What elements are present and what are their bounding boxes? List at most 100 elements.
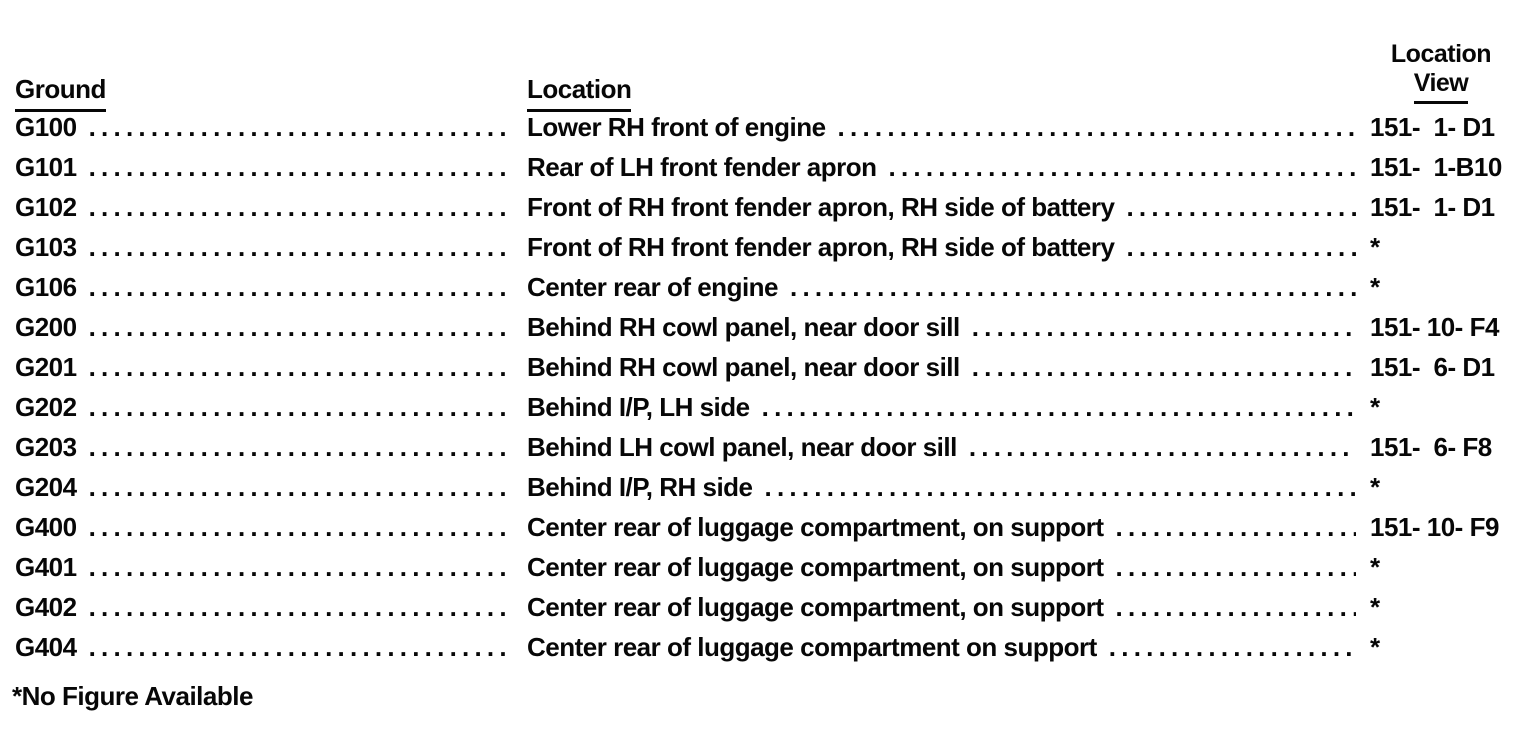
- dot-leader: [89, 552, 513, 583]
- ground-id: G106: [15, 272, 77, 302]
- dot-leader: [1116, 552, 1356, 583]
- column-header-view-line2: View: [1372, 69, 1510, 104]
- dot-leader: [889, 152, 1356, 183]
- ground-cell: G401: [15, 552, 527, 583]
- ground-cell: G201: [15, 352, 527, 383]
- dot-leader: [1116, 512, 1356, 543]
- ground-location-table: G100 Lower RH front of engine 151- 1- D1…: [15, 112, 1531, 672]
- location-view-ref: 151- 1- D1: [1370, 192, 1495, 222]
- location-view-ref: *: [1370, 472, 1380, 502]
- location-cell: Behind RH cowl panel, near door sill: [527, 352, 1370, 383]
- ground-id: G101: [15, 152, 77, 182]
- location-text: Center rear of luggage compartment, on s…: [527, 592, 1104, 622]
- location-cell: Lower RH front of engine: [527, 112, 1370, 143]
- location-text: Front of RH front fender apron, RH side …: [527, 232, 1115, 262]
- dot-leader: [762, 392, 1356, 423]
- location-view-ref: 151- 1- D1: [1370, 112, 1495, 142]
- location-cell: Center rear of engine: [527, 272, 1370, 303]
- location-text: Center rear of engine: [527, 272, 779, 302]
- location-text: Behind I/P, RH side: [527, 472, 753, 502]
- dot-leader: [89, 632, 513, 663]
- dot-leader: [89, 352, 513, 383]
- ground-cell: G402: [15, 592, 527, 623]
- ground-id: G201: [15, 352, 77, 382]
- dot-leader: [790, 272, 1356, 303]
- location-cell: Behind I/P, LH side: [527, 392, 1370, 423]
- table-row: G404 Center rear of luggage compartment …: [15, 632, 1531, 672]
- table-row: G402 Center rear of luggage compartment,…: [15, 592, 1531, 632]
- dot-leader: [765, 472, 1356, 503]
- location-view-ref: *: [1370, 632, 1380, 662]
- location-text: Front of RH front fender apron, RH side …: [527, 192, 1115, 222]
- dot-leader: [89, 512, 513, 543]
- location-cell: Center rear of luggage compartment, on s…: [527, 512, 1370, 543]
- location-cell: Rear of LH front fender apron: [527, 152, 1370, 183]
- ground-id: G404: [15, 632, 77, 662]
- ground-id: G100: [15, 112, 77, 142]
- dot-leader: [89, 432, 513, 463]
- dot-leader: [89, 232, 513, 263]
- ground-id: G202: [15, 392, 77, 422]
- location-cell: Center rear of luggage compartment, on s…: [527, 592, 1370, 623]
- ground-id: G200: [15, 312, 77, 342]
- dot-leader: [972, 312, 1356, 343]
- location-cell: Front of RH front fender apron, RH side …: [527, 192, 1370, 223]
- ground-id: G203: [15, 432, 77, 462]
- location-cell: Behind RH cowl panel, near door sill: [527, 312, 1370, 343]
- ground-cell: G404: [15, 632, 527, 663]
- table-row: G202 Behind I/P, LH side *: [15, 392, 1531, 432]
- dot-leader: [1126, 232, 1356, 263]
- dot-leader: [1109, 632, 1356, 663]
- ground-id: G103: [15, 232, 77, 262]
- ground-id: G102: [15, 192, 77, 222]
- dot-leader: [89, 152, 513, 183]
- ground-cell: G103: [15, 232, 527, 263]
- location-cell: Front of RH front fender apron, RH side …: [527, 232, 1370, 263]
- location-text: Behind I/P, LH side: [527, 392, 750, 422]
- ground-id: G401: [15, 552, 77, 582]
- location-view-ref: 151- 6- D1: [1370, 352, 1495, 382]
- column-header-view-label: View: [1413, 69, 1469, 104]
- dot-leader: [89, 472, 513, 503]
- dot-leader: [89, 272, 513, 303]
- location-view-ref: *: [1370, 592, 1380, 622]
- table-row: G201 Behind RH cowl panel, near door sil…: [15, 352, 1531, 392]
- dot-leader: [89, 592, 513, 623]
- location-view-ref: 151- 10- F9: [1370, 512, 1499, 542]
- location-text: Behind LH cowl panel, near door sill: [527, 432, 957, 462]
- ground-cell: G102: [15, 192, 527, 223]
- location-cell: Behind I/P, RH side: [527, 472, 1370, 503]
- location-text: Lower RH front of engine: [527, 112, 826, 142]
- dot-leader: [89, 392, 513, 423]
- ground-cell: G106: [15, 272, 527, 303]
- dot-leader: [89, 312, 513, 343]
- column-header-view-line1: Location: [1390, 40, 1492, 68]
- dot-leader: [972, 352, 1356, 383]
- dot-leader: [89, 112, 513, 143]
- dot-leader: [838, 112, 1356, 143]
- table-row: G204 Behind I/P, RH side *: [15, 472, 1531, 512]
- table-row: G106 Center rear of engine *: [15, 272, 1531, 312]
- location-view-ref: *: [1370, 392, 1380, 422]
- column-header-location: Location: [527, 74, 632, 112]
- location-view-ref: *: [1370, 272, 1380, 302]
- footnote-no-figure: *No Figure Available: [12, 681, 253, 711]
- table-row: G103 Front of RH front fender apron, RH …: [15, 232, 1531, 272]
- dot-leader: [1116, 592, 1356, 623]
- ground-cell: G202: [15, 392, 527, 423]
- ground-cell: G203: [15, 432, 527, 463]
- table-row: G100 Lower RH front of engine 151- 1- D1: [15, 112, 1531, 152]
- dot-leader: [1126, 192, 1356, 223]
- location-view-ref: *: [1370, 232, 1380, 262]
- column-header-ground-label: Ground: [15, 74, 106, 112]
- ground-cell: G204: [15, 472, 527, 503]
- ground-id: G402: [15, 592, 77, 622]
- location-text: Center rear of luggage compartment, on s…: [527, 552, 1104, 582]
- ground-id: G400: [15, 512, 77, 542]
- column-header-location-label: Location: [527, 74, 632, 112]
- ground-cell: G100: [15, 112, 527, 143]
- location-view-ref: *: [1370, 552, 1380, 582]
- location-text: Rear of LH front fender apron: [527, 152, 877, 182]
- dot-leader: [969, 432, 1356, 463]
- location-view-ref: 151- 1-B10: [1370, 152, 1502, 182]
